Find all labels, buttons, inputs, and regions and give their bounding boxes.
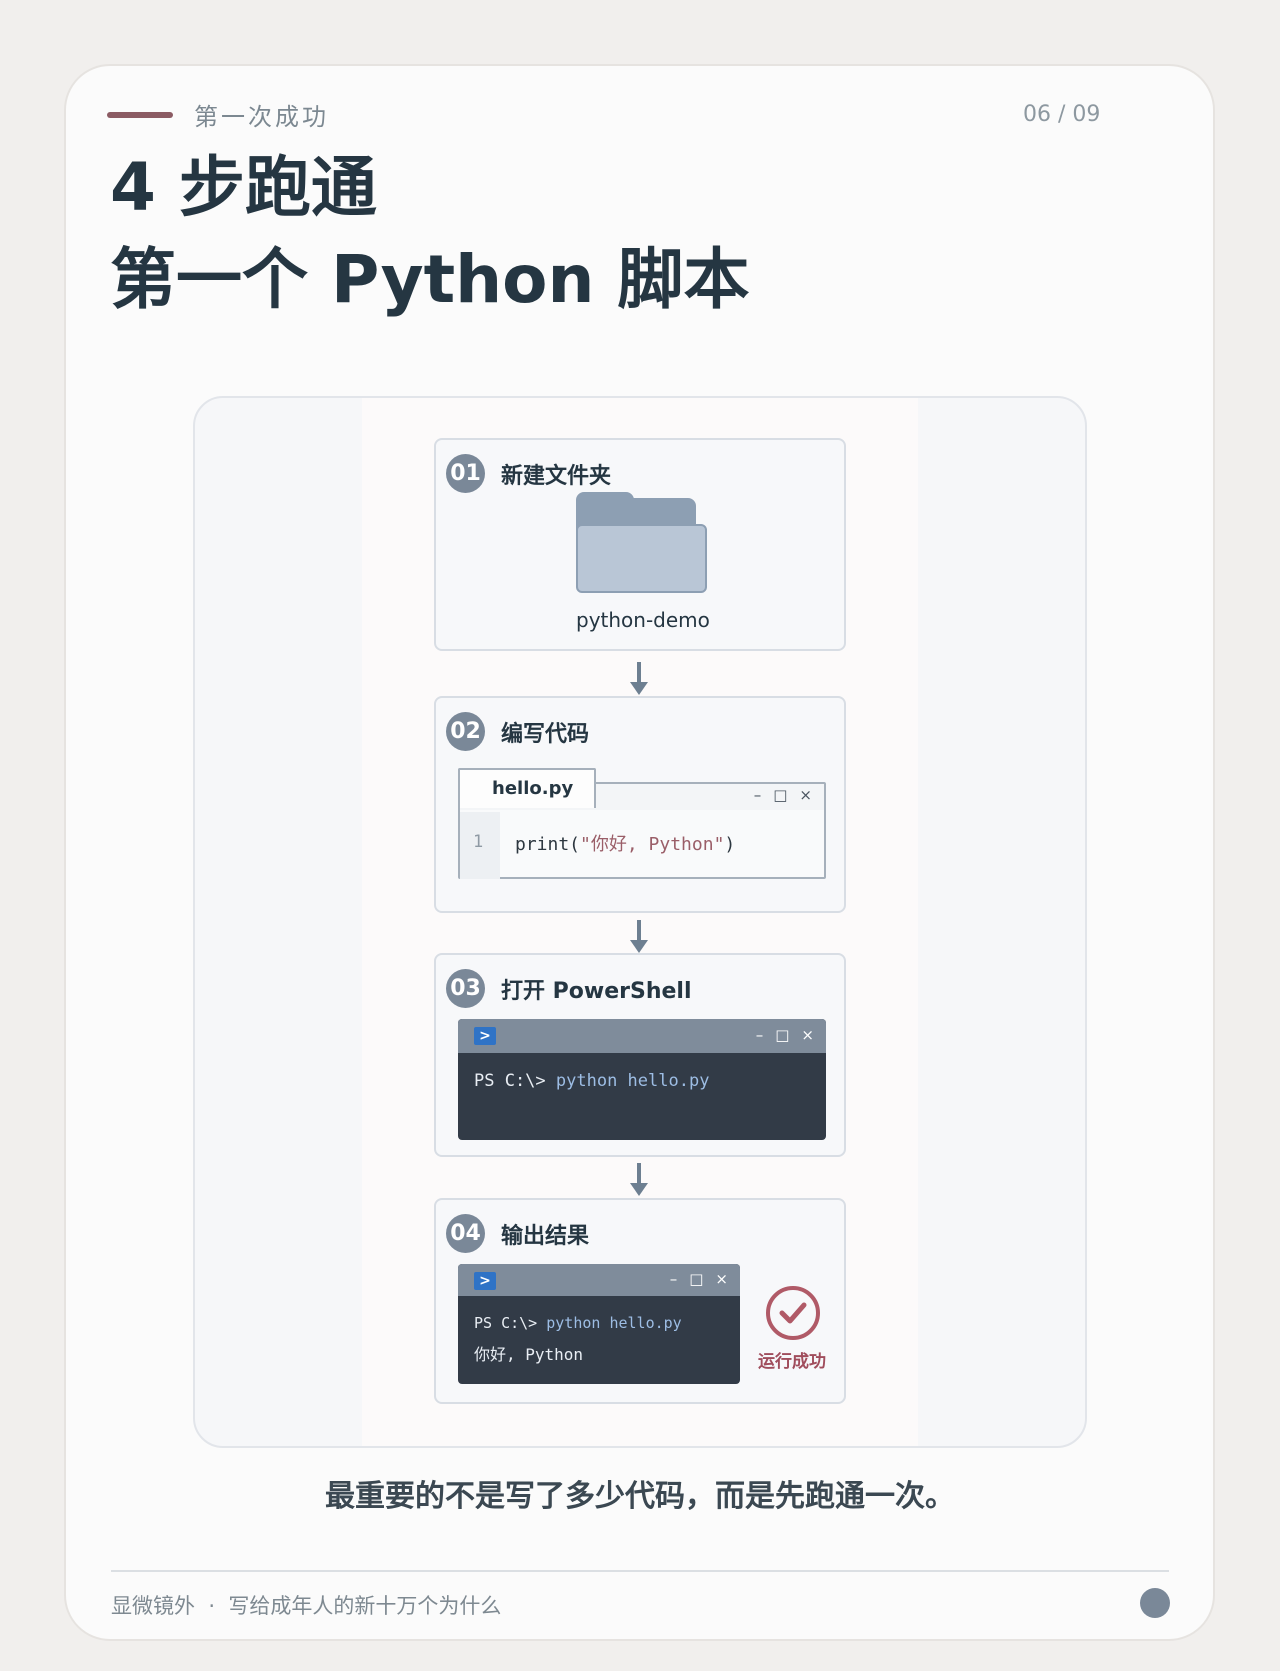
takeaway-caption: 最重要的不是写了多少代码，而是先跑通一次。 — [325, 1479, 955, 1514]
success-status: 运行成功 — [758, 1352, 826, 1372]
code-line: print("你好, Python") — [515, 830, 735, 856]
line-number: 1 — [473, 832, 484, 852]
section-kicker: 第一次成功 — [194, 103, 329, 131]
code-close-paren: ) — [724, 834, 736, 855]
folder-name: python-demo — [576, 608, 710, 632]
step-card-03: 03 打开 PowerShell > –□× PS C:\> python he… — [434, 953, 846, 1157]
kicker-accent-line — [107, 112, 173, 118]
step-card-02: 02 编写代码 –□× hello.py 1 print("你好, Python… — [434, 696, 846, 913]
powershell-icon: > — [474, 1272, 496, 1290]
minimize-icon[interactable]: – — [755, 1026, 776, 1044]
footer-divider — [111, 1570, 1169, 1572]
page-title: 4 步跑通 第一个 Python 脚本 — [110, 142, 749, 326]
step-number-badge: 02 — [446, 712, 485, 751]
file-tab-label: hello.py — [492, 778, 574, 799]
footer-brand: 显微镜外 — [111, 1594, 195, 1618]
footer-tagline: 写给成年人的新十万个为什么 — [228, 1594, 502, 1618]
maximize-icon[interactable]: □ — [689, 1270, 716, 1288]
terminal-title-bar: > –□× — [458, 1264, 740, 1296]
page-dot-indicator — [1140, 1588, 1170, 1618]
page-title-line-2: 第一个 Python 脚本 — [110, 241, 750, 318]
minimize-icon[interactable]: – — [669, 1270, 690, 1288]
terminal-command: python hello.py — [555, 1071, 710, 1091]
footer: 显微镜外 · 写给成年人的新十万个为什么 — [111, 1590, 501, 1620]
window-controls: –□× — [754, 786, 824, 804]
code-function: print( — [515, 834, 581, 855]
step-title: 输出结果 — [501, 1224, 590, 1249]
terminal-command-line: PS C:\> python hello.py — [474, 1314, 682, 1332]
footer-separator: · — [208, 1594, 216, 1618]
window-controls: –□× — [670, 1270, 740, 1288]
minimize-icon[interactable]: – — [753, 786, 774, 804]
code-string: "你好, Python" — [580, 834, 725, 855]
powershell-output-window: > –□× PS C:\> python hello.py 你好, Python — [458, 1264, 740, 1384]
terminal-command-line: PS C:\> python hello.py — [474, 1071, 709, 1091]
terminal-output: 你好, Python — [474, 1345, 584, 1364]
down-arrow-icon — [628, 662, 650, 696]
step-title: 编写代码 — [501, 722, 590, 747]
down-arrow-icon — [628, 920, 650, 954]
code-editor-window: –□× — [458, 782, 826, 879]
editor-file-tab[interactable]: hello.py — [458, 768, 596, 808]
checkmark-icon — [766, 1286, 820, 1340]
powershell-window: > –□× PS C:\> python hello.py — [458, 1019, 826, 1140]
step-card-04: 04 输出结果 > –□× PS C:\> python hello.py 你好… — [434, 1198, 846, 1404]
close-icon[interactable]: × — [801, 1026, 826, 1044]
step-number-badge: 03 — [446, 969, 485, 1008]
close-icon[interactable]: × — [715, 1270, 740, 1288]
page-indicator: 06 / 09 — [1023, 102, 1101, 127]
step-title: 新建文件夹 — [501, 464, 612, 489]
terminal-title-bar: > –□× — [458, 1019, 826, 1053]
line-gutter — [460, 812, 500, 879]
terminal-prompt: PS C:\> — [474, 1314, 538, 1332]
step-number-badge: 01 — [446, 454, 485, 493]
step-card-01: 01 新建文件夹 python-demo — [434, 438, 846, 651]
powershell-icon: > — [474, 1027, 496, 1045]
close-icon[interactable]: × — [799, 786, 824, 804]
terminal-command: python hello.py — [546, 1314, 682, 1332]
step-number-badge: 04 — [446, 1214, 485, 1253]
terminal-prompt: PS C:\> — [474, 1071, 546, 1091]
window-controls: –□× — [756, 1026, 826, 1044]
page-title-line-1: 4 步跑通 — [110, 149, 377, 226]
maximize-icon[interactable]: □ — [775, 1026, 802, 1044]
maximize-icon[interactable]: □ — [773, 786, 800, 804]
down-arrow-icon — [628, 1163, 650, 1197]
step-title: 打开 PowerShell — [501, 979, 692, 1004]
